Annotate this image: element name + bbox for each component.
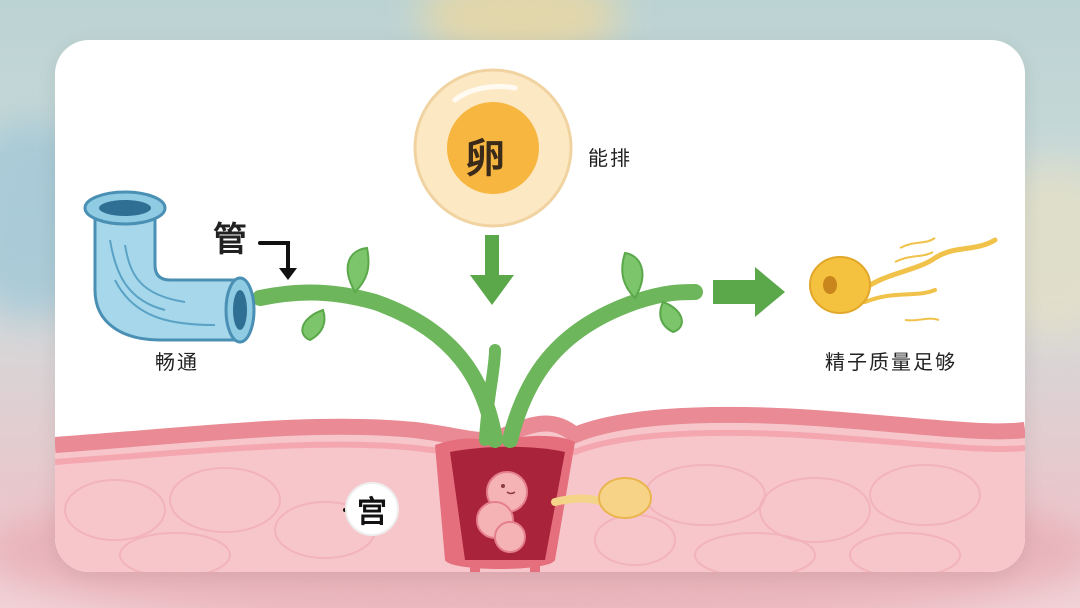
uterus-character-badge: 宫	[345, 482, 399, 536]
egg-character-label: 卵	[465, 136, 505, 182]
sperm-status-label: 精子质量足够	[825, 350, 957, 374]
illustration-card: 卵 能排 管 畅通 精子质量足够 宫	[55, 40, 1025, 572]
egg-icon	[413, 68, 573, 228]
curved-arrow-icon	[258, 241, 290, 274]
tube-status-label: 畅通	[155, 350, 199, 374]
ovary-icon	[551, 477, 652, 519]
down-arrow-icon	[470, 235, 514, 305]
fallopian-leaves	[301, 246, 683, 342]
pipe-icon	[83, 190, 256, 344]
sperm-icon	[809, 237, 998, 322]
embryo-icon	[476, 471, 528, 553]
curved-arrow-head	[279, 268, 297, 280]
right-arrow-icon	[713, 267, 785, 317]
egg-status-label: 能排	[588, 146, 632, 170]
diagram-canvas	[55, 68, 1025, 572]
fallopian-tube	[252, 284, 703, 448]
tube-character-label: 管	[213, 220, 247, 260]
